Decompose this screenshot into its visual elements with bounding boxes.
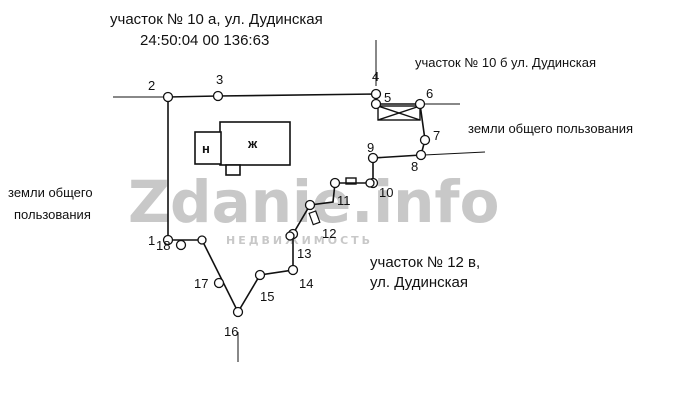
boundary-east-common: [423, 151, 486, 156]
neighbour-boundaries: [113, 40, 486, 362]
point-number-3: 3: [216, 72, 223, 87]
label-plot-12v-2: ул. Дудинская: [370, 274, 468, 291]
boundary-point-16: [232, 306, 244, 318]
boundary-point-7: [419, 134, 431, 146]
boundary-point-1: [162, 234, 174, 246]
boundary-point-9: [367, 152, 379, 164]
point-number-4: 4: [372, 69, 379, 84]
porch: [225, 164, 241, 176]
point-number-9: 9: [367, 140, 374, 155]
label-common-left-1: земли общего: [8, 185, 93, 200]
boundary-vertex-extra-1: [197, 235, 207, 245]
boundary-point-14: [287, 264, 299, 276]
label-plot-12v-1: участок № 12 в,: [370, 254, 480, 271]
boundary-vertex-extra-3: [365, 178, 375, 188]
boundary-point-17: [213, 277, 225, 289]
small-structure-11: [345, 177, 357, 185]
house-label: ж: [247, 136, 258, 151]
point-number-16: 16: [224, 324, 238, 339]
point-number-14: 14: [299, 276, 313, 291]
label-common-right: земли общего пользования: [468, 121, 633, 136]
point-number-5: 5: [384, 90, 391, 105]
point-number-1: 1: [148, 233, 155, 248]
boundary-point-2: [162, 91, 174, 103]
point-number-12: 12: [322, 226, 336, 241]
label-plot-10b: участок № 10 б ул. Дудинская: [415, 55, 596, 70]
boundary-point-6: [414, 98, 426, 110]
boundary-point-3: [212, 90, 224, 102]
boundary-point-4: [370, 88, 382, 100]
annex-building: [194, 131, 222, 165]
point-number-8: 8: [411, 159, 418, 174]
point-number-13: 13: [297, 246, 311, 261]
label-plot-10a: участок № 10 а, ул. Дудинская: [110, 11, 323, 28]
watermark-tagline: НЕДВИЖИМОСТЬ: [226, 234, 373, 247]
boundary-point-12: [304, 199, 316, 211]
point-number-7: 7: [433, 128, 440, 143]
label-cadastral: 24:50:04 00 136:63: [140, 32, 269, 49]
point-number-15: 15: [260, 289, 274, 304]
point-number-10: 10: [379, 185, 393, 200]
boundary-vertex-extra-2: [285, 231, 295, 241]
shed-5-6: [377, 105, 421, 121]
boundary-point-11: [329, 177, 341, 189]
house-building: [219, 121, 291, 166]
point-number-17: 17: [194, 276, 208, 291]
boundary-point-15: [254, 269, 266, 281]
point-number-11: 11: [337, 193, 351, 208]
boundary-point-8: [415, 149, 427, 161]
boundary-points: [162, 88, 431, 318]
point-number-6: 6: [426, 86, 433, 101]
boundary-point-18: [175, 239, 187, 251]
label-common-left-2: пользования: [14, 207, 91, 222]
point-number-18: 18: [156, 238, 170, 253]
small-structure-12: [308, 210, 321, 226]
buildings: [194, 121, 291, 176]
point-number-2: 2: [148, 78, 155, 93]
boundary-point-5: [370, 98, 382, 110]
annex-label: н: [202, 141, 210, 156]
